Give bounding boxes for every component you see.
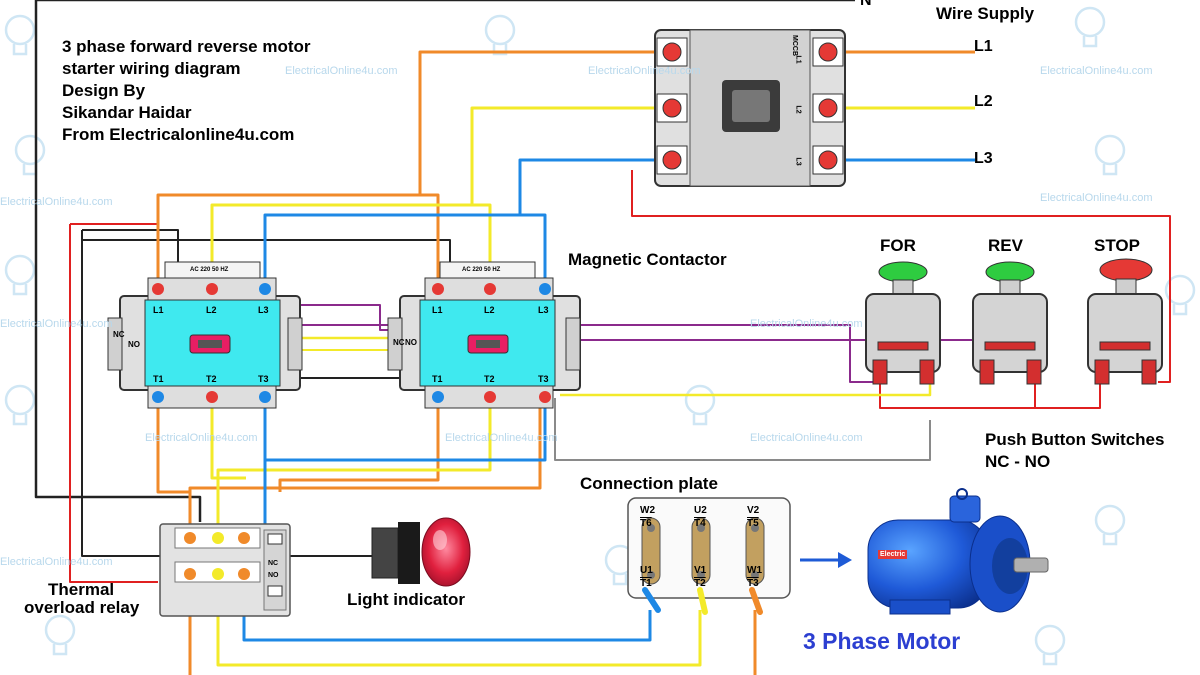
title-line-3: Design By [62,81,146,100]
light-indicator-label: Light indicator [347,590,466,609]
motor-badge: Electric [878,550,908,559]
title-line-5: From Electricalonline4u.com [62,125,295,144]
push-button-stop [1087,258,1163,385]
fwd-aux-no: NO [128,340,140,349]
bulb-icon [1034,624,1066,666]
fwd-terminal-t1: T1 [153,374,164,384]
coil-rating-forward: AC 220 50 HZ [190,267,229,273]
rev-aux-no: NO [405,338,417,347]
fwd-aux-nc: NC [113,330,125,339]
rev-terminal-l2: L2 [484,305,495,315]
phase-label-l2: L2 [974,93,993,110]
fwd-terminal-t2: T2 [206,374,217,384]
watermark-text: ElectricalOnline4u.com [0,318,113,330]
bulb-icon [484,14,516,56]
title-line-4: Sikandar Haidar [62,103,192,122]
bulb-icon [4,254,36,296]
mccb-terminal-l1: L1 [794,55,802,64]
fwd-terminal-l1: L1 [153,305,164,315]
bulb-icon [684,384,716,426]
rev-terminal-l3: L3 [538,305,549,315]
title-line-2: starter wiring diagram [62,59,241,78]
overload-no: NO [268,572,279,579]
push-buttons-sublabel: NC - NO [985,452,1051,471]
plate-u1: U1 [640,565,653,576]
overload-label-line1: Thermal [48,580,115,599]
plate-t4: T4 [694,518,706,529]
contactor-reverse [387,261,581,409]
push-buttons-label: Push Button Switches [985,430,1165,449]
plate-t1: T1 [640,578,652,589]
plate-t5: T5 [747,518,759,529]
rev-terminal-t3: T3 [538,374,549,384]
watermark-text: ElectricalOnline4u.com [445,432,558,444]
thermal-overload-relay [159,523,291,617]
plate-t2: T2 [694,578,706,589]
push-button-rev [972,261,1048,385]
neutral-label: N [860,0,872,9]
motor-label: 3 Phase Motor [803,628,961,654]
for-button-label: FOR [880,236,916,255]
rev-terminal-l1: L1 [432,305,443,315]
rev-terminal-t2: T2 [484,374,495,384]
title-line-1: 3 phase forward reverse motor [62,37,311,56]
plate-t3: T3 [747,578,759,589]
watermark-text: ElectricalOnline4u.com [145,432,258,444]
contactor-label: Magnetic Contactor [568,250,727,269]
fwd-terminal-t3: T3 [258,374,269,384]
bulb-icon [1074,6,1106,48]
connection-plate [627,497,791,615]
bulb-icon [4,384,36,426]
plate-t6: T6 [640,518,652,529]
watermark-text: ElectricalOnline4u.com [750,318,863,330]
three-phase-motor [867,488,1049,615]
stop-button-label: STOP [1094,236,1140,255]
phase-label-l3: L3 [974,150,993,167]
bulb-watermarks [4,6,1196,666]
rev-aux-nc: NC [393,338,405,347]
watermark-text: ElectricalOnline4u.com [1040,192,1153,204]
plate-v2: V2 [747,505,760,516]
plate-w2: W2 [640,505,655,516]
supply-label: Wire Supply [936,4,1035,23]
watermark-text: ElectricalOnline4u.com [750,432,863,444]
phase-label-l1: L1 [974,38,993,55]
wires [34,0,1171,675]
plate-u2: U2 [694,505,707,516]
bulb-icon [1094,134,1126,176]
fwd-terminal-l3: L3 [258,305,269,315]
bulb-icon [1164,274,1196,316]
rev-button-label: REV [988,236,1023,255]
push-button-for [865,261,941,385]
arrow-right-icon [800,552,852,568]
overload-label-line2: overload relay [24,598,140,617]
fwd-terminal-l2: L2 [206,305,217,315]
watermark-text: ElectricalOnline4u.com [1040,65,1153,77]
bulb-icon [14,134,46,176]
mccb-terminal-l2: L2 [794,105,802,114]
watermark-text: ElectricalOnline4u.com [0,556,113,568]
watermark-text: ElectricalOnline4u.com [588,65,701,77]
contactor-forward [107,261,303,409]
mccb-terminals-line [656,37,844,175]
watermark-text: ElectricalOnline4u.com [285,65,398,77]
plate-w1: W1 [747,565,762,576]
mccb-terminal-l3: L3 [794,157,802,166]
mccb-label: MCCB [791,35,798,56]
bulb-icon [4,14,36,56]
rev-terminal-t1: T1 [432,374,443,384]
watermark-text: ElectricalOnline4u.com [0,196,113,208]
plate-v1: V1 [694,565,707,576]
bulb-icon [1094,504,1126,546]
light-indicator [371,517,471,587]
overload-nc: NC [268,560,279,567]
mccb-breaker [654,29,846,187]
bulb-icon [44,614,76,656]
coil-rating-reverse: AC 220 50 HZ [462,267,501,273]
connection-plate-label: Connection plate [580,474,718,493]
